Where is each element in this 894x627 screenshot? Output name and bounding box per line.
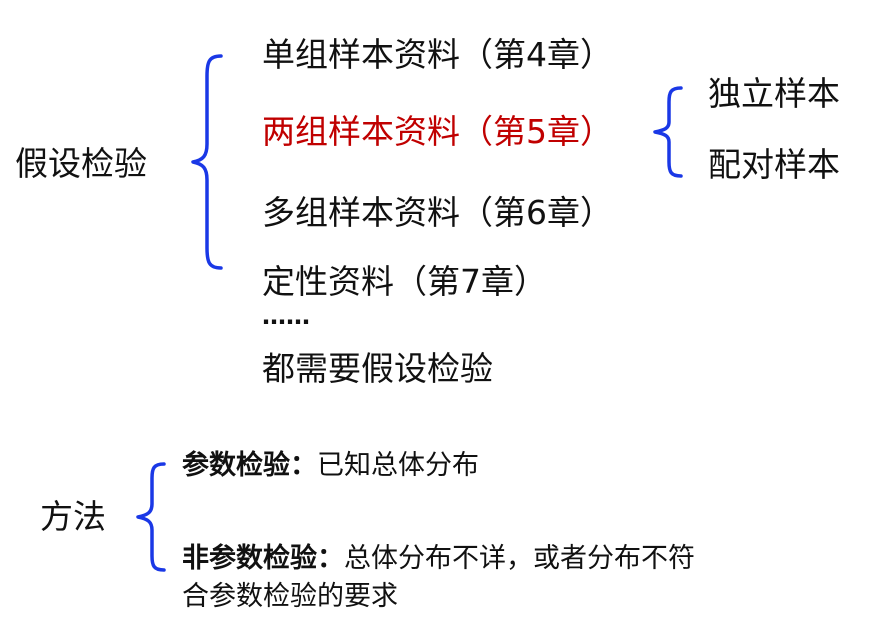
param-description: 已知总体分布 [317, 450, 479, 481]
item-qualitative: 定性资料（第7章） [262, 262, 547, 301]
item-single-group: 单组样本资料（第4章） [262, 35, 613, 74]
method-brace-icon [136, 462, 166, 572]
sub-paired: 配对样本 [708, 145, 840, 184]
nonparam-method-line: 非参数检验：总体分布不详，或者分布不符 [182, 545, 695, 572]
nonparam-label: 非参数检验： [182, 543, 344, 574]
item-multi-group: 多组样本资料（第6章） [262, 193, 613, 232]
param-method-line: 参数检验：已知总体分布 [182, 452, 479, 479]
ellipsis: …… [262, 302, 310, 330]
two-group-brace-icon [653, 86, 683, 178]
conclusion: 都需要假设检验 [262, 349, 493, 388]
method-root-label: 方法 [40, 497, 106, 536]
nonparam-description-continued: 合参数检验的要求 [182, 581, 398, 612]
sub-independent: 独立样本 [708, 74, 840, 113]
hypothesis-root-label: 假设检验 [15, 144, 147, 183]
hypothesis-brace-icon [191, 54, 223, 270]
param-label: 参数检验： [182, 450, 317, 481]
nonparam-description: 总体分布不详，或者分布不符 [344, 543, 695, 574]
item-two-group: 两组样本资料（第5章） [262, 112, 613, 151]
